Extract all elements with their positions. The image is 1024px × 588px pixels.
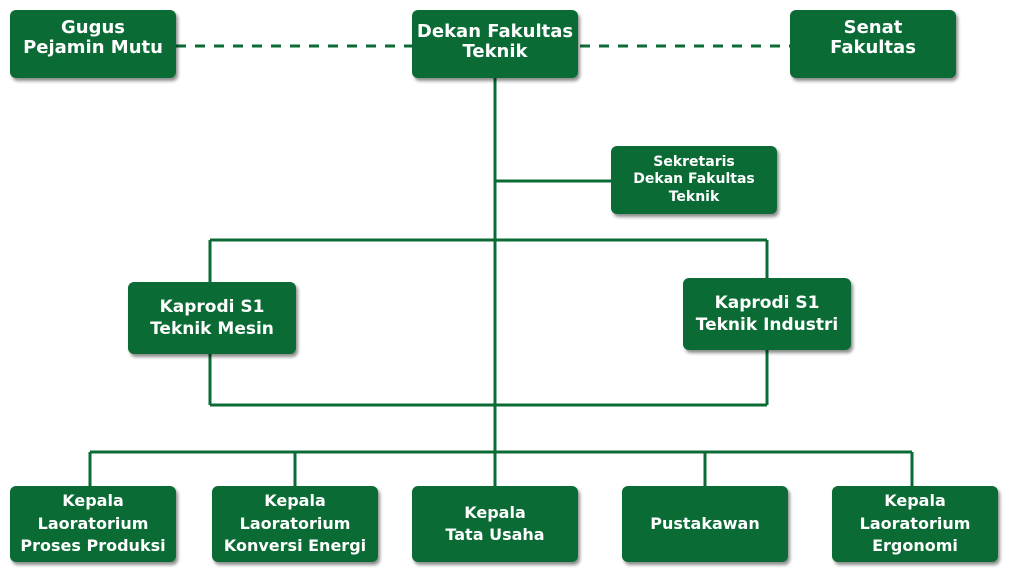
node-kaprodi-teknik-mesin: Kaprodi S1 Teknik Mesin: [128, 282, 296, 354]
node-line: Dekan Fakultas: [416, 21, 574, 42]
node-kaprodi-teknik-industri: Kaprodi S1 Teknik Industri: [683, 278, 851, 350]
node-line: Fakultas: [830, 36, 916, 58]
node-lab-proses-produksi: Kepala Laoratorium Proses Produksi: [10, 486, 176, 562]
node-gugus-pejamin-mutu: Gugus Pejamin Mutu: [10, 10, 176, 78]
node-line: Konversi Energi: [223, 536, 367, 556]
node-sekretaris: Sekretaris Dekan Fakultas Teknik: [611, 146, 777, 214]
node-line: Kepala: [264, 491, 326, 511]
node-line: Teknik Mesin: [150, 319, 274, 339]
node-lab-konversi-energi: Kepala Laoratorium Konversi Energi: [212, 486, 378, 562]
node-line: Sekretaris: [653, 153, 735, 170]
node-line: Laoratorium: [37, 513, 149, 533]
node-kepala-tata-usaha: Kepala Tata Usaha: [412, 486, 578, 562]
node-line: Kepala: [884, 491, 946, 511]
node-lab-ergonomi: Kepala Laoratorium Ergonomi: [832, 486, 998, 562]
node-senat-fakultas: Senat Fakultas: [790, 10, 956, 78]
node-pustakawan: Pustakawan: [622, 486, 788, 562]
node-line: Tata Usaha: [445, 525, 545, 544]
node-line: Kepala: [464, 502, 526, 522]
node-line: Teknik: [462, 40, 528, 62]
node-line: Senat: [843, 17, 903, 38]
node-line: Proses Produksi: [20, 536, 166, 556]
node-line: Laoratorium: [859, 513, 971, 533]
node-line: Dekan Fakultas: [633, 171, 755, 188]
node-line: Teknik Industri: [695, 315, 839, 335]
node-line: Ergonomi: [872, 536, 958, 556]
node-line: Gugus: [60, 17, 125, 38]
node-dekan-fakultas-teknik: Dekan Fakultas Teknik: [412, 10, 578, 78]
node-line: Pejamin Mutu: [23, 36, 163, 58]
node-line: Pustakawan: [650, 514, 760, 534]
node-line: Laoratorium: [239, 513, 351, 533]
node-line: Kepala: [62, 491, 124, 511]
node-line: Kaprodi S1: [714, 292, 820, 313]
node-line: Teknik: [668, 188, 720, 205]
node-line: Kaprodi S1: [159, 296, 265, 317]
